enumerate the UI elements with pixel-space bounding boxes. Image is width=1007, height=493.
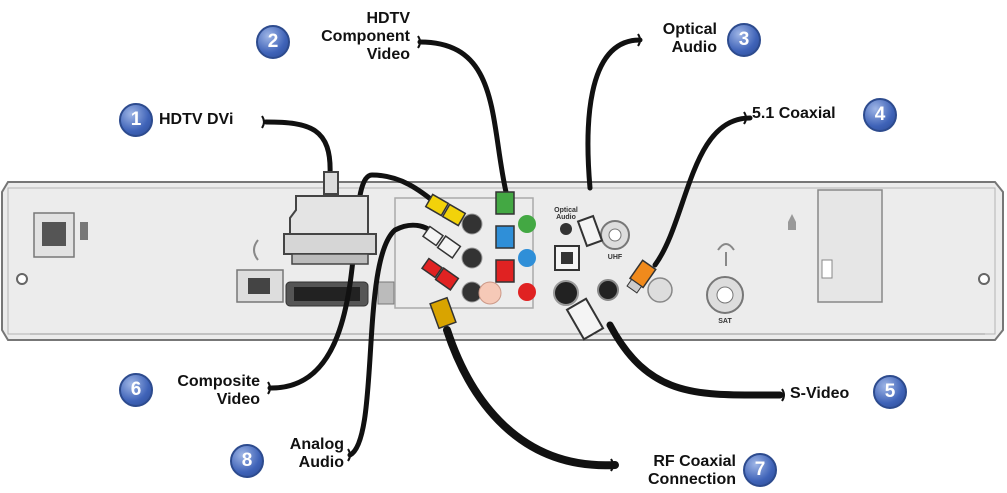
callout-badge-8: 8 [230, 444, 264, 478]
satellite-dish-icon [717, 243, 735, 251]
uhf-panel-label: UHF [607, 254, 623, 261]
callout-badge-1: 1 [119, 103, 153, 137]
callout-label-s-video: S-Video [790, 385, 850, 402]
callout-label-5-1-coaxial: 5.1 Coaxial [752, 105, 836, 122]
card-slot-door [817, 189, 883, 303]
dvi-plug [283, 171, 377, 265]
power-plug-icon [80, 222, 88, 240]
sat-panel-label: SAT [718, 318, 732, 325]
component-video-plugs [495, 191, 515, 283]
coaxial-plug [626, 259, 657, 294]
callout-label-composite-video: Composite Video [154, 373, 260, 409]
label-line: RF Coaxial [653, 453, 736, 470]
rf-plug [429, 296, 457, 330]
callout-label-optical-audio: Optical Audio [643, 21, 717, 57]
phone-icon [253, 239, 259, 261]
svideo-plug [565, 297, 605, 341]
cable-analog [347, 222, 441, 458]
cable-coaxial [652, 115, 753, 268]
optical-port [554, 245, 580, 271]
analog-audio-plugs [420, 225, 462, 291]
optical-audio-icon [560, 223, 572, 235]
callout-badge-4: 4 [863, 98, 897, 132]
label-line: Video [366, 46, 410, 63]
cable-svideo [606, 321, 784, 399]
label-line: HDTV [366, 10, 410, 27]
composite-video-plug [424, 193, 467, 227]
label-line: Connection [648, 471, 736, 488]
optical-plug [576, 214, 604, 248]
callout-badge-6: 6 [119, 373, 153, 407]
mounting-screw-icon [978, 273, 990, 285]
label-line: Analog [289, 436, 344, 453]
card-icon [788, 214, 796, 230]
label-line: Component [321, 28, 410, 45]
optical-audio-panel-label: Optical Audio [548, 207, 584, 221]
svideo-port [553, 280, 579, 306]
callout-badge-2: 2 [256, 25, 290, 59]
plugs [283, 171, 657, 341]
coaxial-audio-port [597, 279, 619, 301]
label-line: Composite [177, 373, 260, 390]
cable-component [417, 39, 509, 195]
cable-dvi [263, 119, 333, 178]
callout-label-hdtv-component-video: HDTV Component Video [294, 10, 410, 64]
label-line: Video [216, 391, 260, 408]
label-line: Optical [662, 21, 717, 38]
callout-label-rf-coaxial-connection: RF Coaxial Connection [618, 453, 736, 489]
label-line: Audio [298, 454, 344, 471]
callout-badge-3: 3 [727, 23, 761, 57]
callout-badge-7: 7 [743, 453, 777, 487]
cable-rf [443, 326, 619, 470]
label-line: Audio [671, 39, 717, 56]
panel-label-line: Optical [554, 207, 578, 214]
cable-optical [585, 37, 643, 191]
callout-badge-5: 5 [873, 375, 907, 409]
label-connectors [261, 33, 785, 472]
callout-label-hdtv-dvi: HDTV DVi [159, 111, 234, 128]
callout-label-analog-audio: Analog Audio [268, 436, 344, 472]
panel-label-line: Audio [556, 214, 576, 221]
mounting-screw-icon [16, 273, 28, 285]
